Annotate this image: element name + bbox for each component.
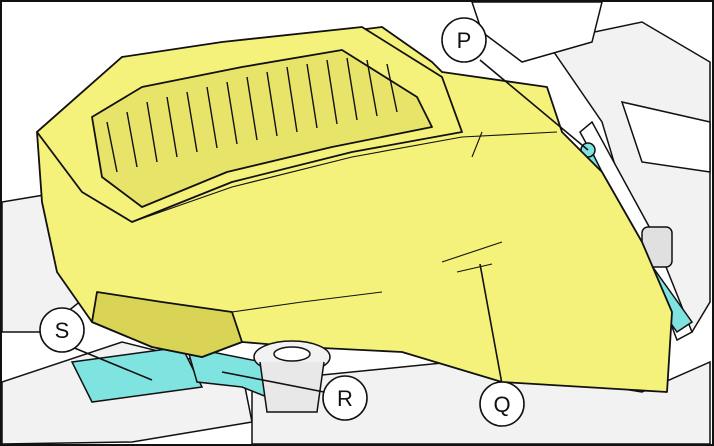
leader-lines [71, 59, 589, 393]
radiator-cap [253, 340, 331, 413]
filter-lid-inner [91, 49, 433, 208]
right-frame [620, 100, 711, 173]
cap-inner [273, 346, 311, 362]
leader-r [221, 371, 325, 393]
filter-ribs [106, 57, 398, 173]
cap-neck [259, 361, 325, 413]
callout-q-label: Q [493, 392, 510, 417]
callout-r-label: R [337, 386, 353, 411]
callout-s-label: S [55, 318, 70, 343]
leader-s [71, 346, 153, 381]
callout-s: S [39, 307, 85, 353]
callout-p: P [441, 17, 487, 63]
callout-p-label: P [457, 28, 472, 53]
leader-p [479, 59, 589, 151]
callout-q: Q [479, 381, 525, 427]
callout-r: R [322, 375, 368, 421]
housing-contours [96, 131, 558, 313]
air-cleaner-housing [36, 26, 673, 393]
leader-q [479, 263, 503, 385]
